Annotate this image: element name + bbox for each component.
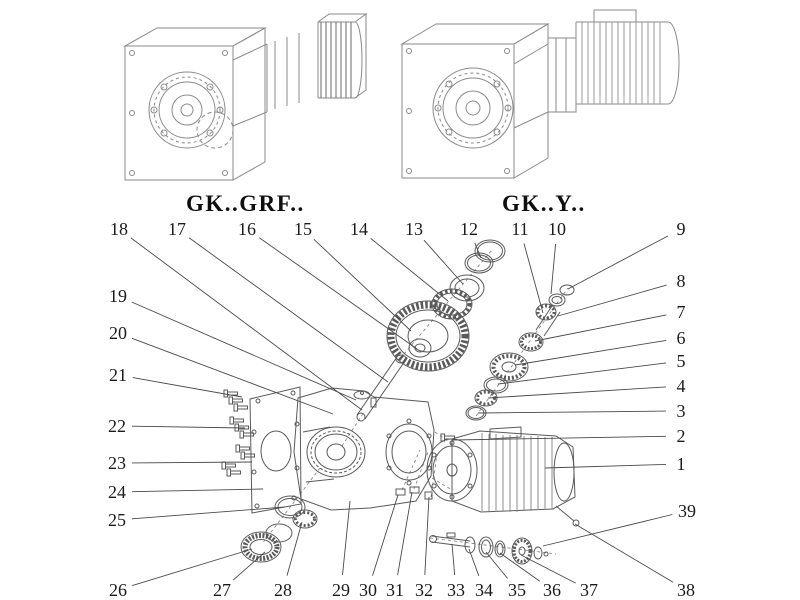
leader-line-17	[188, 237, 389, 383]
leader-line-7	[534, 314, 667, 342]
input-shaft	[356, 354, 407, 422]
pinion-shaft-stack	[518, 284, 575, 352]
gearbox-housing	[293, 387, 435, 511]
leader-line-5	[497, 362, 667, 385]
leader-line-2	[451, 435, 667, 441]
leader-line-21	[132, 377, 243, 398]
leader-line-9	[567, 235, 669, 290]
leader-line-34	[468, 548, 480, 577]
leader-line-29	[342, 500, 351, 576]
leader-line-27	[232, 551, 266, 581]
leader-line-25	[131, 506, 286, 520]
leader-line-18	[130, 237, 363, 411]
leader-line-31	[397, 491, 413, 576]
leader-line-37	[520, 554, 576, 584]
leader-line-36	[499, 552, 541, 582]
leader-line-26	[132, 548, 253, 587]
bevel-gear	[386, 300, 470, 372]
leader-line-19	[131, 301, 357, 401]
variant-label-y: GK..Y..	[502, 191, 586, 216]
flange-cover-plate	[249, 386, 302, 514]
leader-line-30	[372, 494, 399, 576]
leader-line-3	[477, 410, 667, 414]
leader-line-24	[131, 488, 264, 493]
leader-line-33	[451, 543, 456, 576]
leader-lines	[130, 235, 674, 587]
leader-line-28	[286, 521, 303, 576]
leader-line-22	[131, 425, 246, 429]
leader-line-12	[474, 242, 482, 259]
exploded-view-drawing	[221, 239, 580, 565]
leader-line-35	[485, 551, 508, 579]
leader-line-16	[259, 237, 418, 350]
bearing-stack	[431, 239, 506, 320]
leader-line-8	[557, 284, 667, 317]
leader-line-32	[424, 496, 430, 576]
leader-line-13	[423, 239, 464, 285]
leader-line-10	[550, 243, 557, 295]
output-rings-shims	[240, 495, 318, 563]
leader-line-11	[523, 243, 544, 314]
leader-line-6	[514, 339, 667, 366]
leader-line-39	[542, 514, 673, 547]
leader-line-4	[487, 386, 667, 399]
leader-line-20	[131, 337, 334, 415]
leader-line-14	[370, 238, 449, 302]
leader-line-38	[574, 523, 674, 583]
variant-label-grf: GK..GRF..	[186, 191, 305, 216]
leader-line-23	[131, 461, 253, 464]
motor-shaft-assembly	[429, 532, 549, 565]
gearbox-y-drawing	[400, 9, 680, 179]
electric-motor	[426, 426, 580, 527]
assembly-axis-lines	[261, 249, 569, 555]
leader-line-15	[313, 238, 412, 332]
gearbox-grf-drawing	[123, 13, 368, 181]
leader-line-1	[544, 463, 667, 469]
